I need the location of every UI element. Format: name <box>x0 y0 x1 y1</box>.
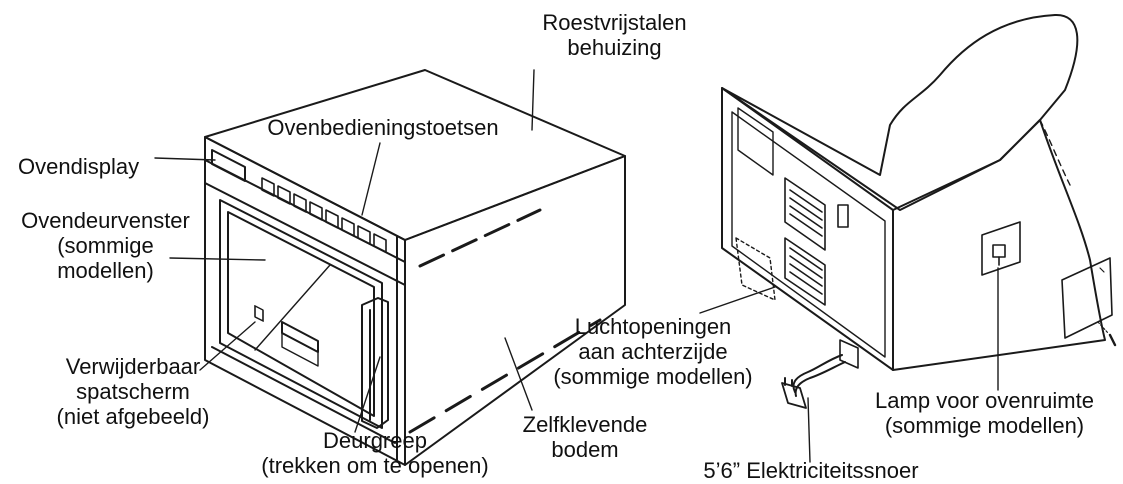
oven-door-handle <box>361 297 389 429</box>
front-oven-illustration <box>204 69 626 466</box>
label-adhesive-bottom: Zelfklevende bodem <box>522 412 648 462</box>
label-oven-display: Ovendisplay <box>18 154 140 179</box>
power-cord <box>792 354 843 393</box>
lamp-cover-plate <box>1061 257 1113 339</box>
rear-oven-top-face <box>721 13 1079 211</box>
oven-door-window <box>219 199 383 429</box>
leader-lines <box>154 69 999 463</box>
label-power-cord: 5’6” Elektriciteitssnoer <box>703 458 919 483</box>
label-splash-screen: Verwijderbaar spatscherm (niet afgebeeld… <box>56 354 210 429</box>
rear-oven-illustration <box>721 13 1117 409</box>
label-door-window: Ovendeurvenster (sommige modellen) <box>21 208 190 283</box>
label-stainless-housing: Roestvrijstalen behuizing <box>542 10 687 60</box>
label-cavity-lamp: Lamp voor ovenruimte (sommige modellen) <box>875 388 1094 438</box>
rear-air-vents <box>784 177 826 306</box>
cavity-lamp <box>981 221 1021 276</box>
oven-side-face <box>404 155 626 466</box>
oven-control-keys <box>254 305 264 322</box>
label-control-keys: Ovenbedieningstoetsen <box>267 115 499 140</box>
label-rear-vents: Luchtopeningen aan achterzijde (sommige … <box>553 314 753 389</box>
label-door-handle: Deurgreep (trekken om te openen) <box>261 428 489 478</box>
power-plug <box>781 382 807 409</box>
